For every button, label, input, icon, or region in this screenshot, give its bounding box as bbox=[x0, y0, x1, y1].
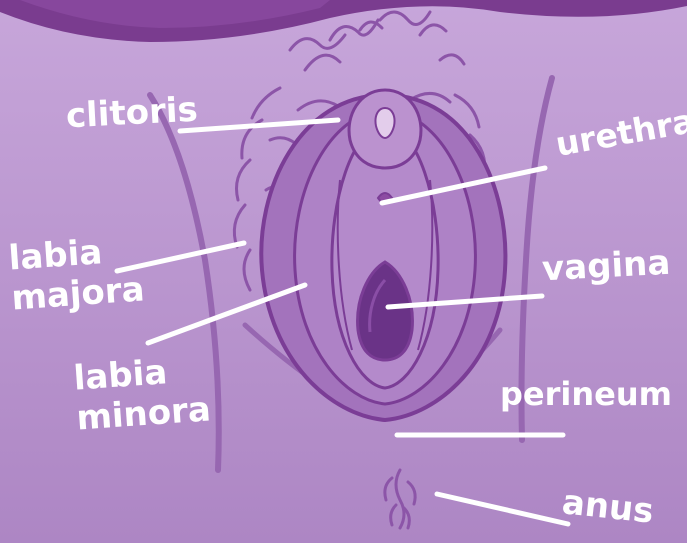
label-labia-minora: labia minora bbox=[72, 349, 212, 438]
label-anus: anus bbox=[560, 485, 655, 528]
label-perineum: perineum bbox=[500, 378, 672, 410]
clitoris-shape bbox=[375, 108, 394, 138]
label-vagina: vagina bbox=[541, 246, 671, 287]
label-clitoris: clitoris bbox=[65, 93, 198, 134]
label-labia-majora: labia majora bbox=[7, 229, 145, 318]
